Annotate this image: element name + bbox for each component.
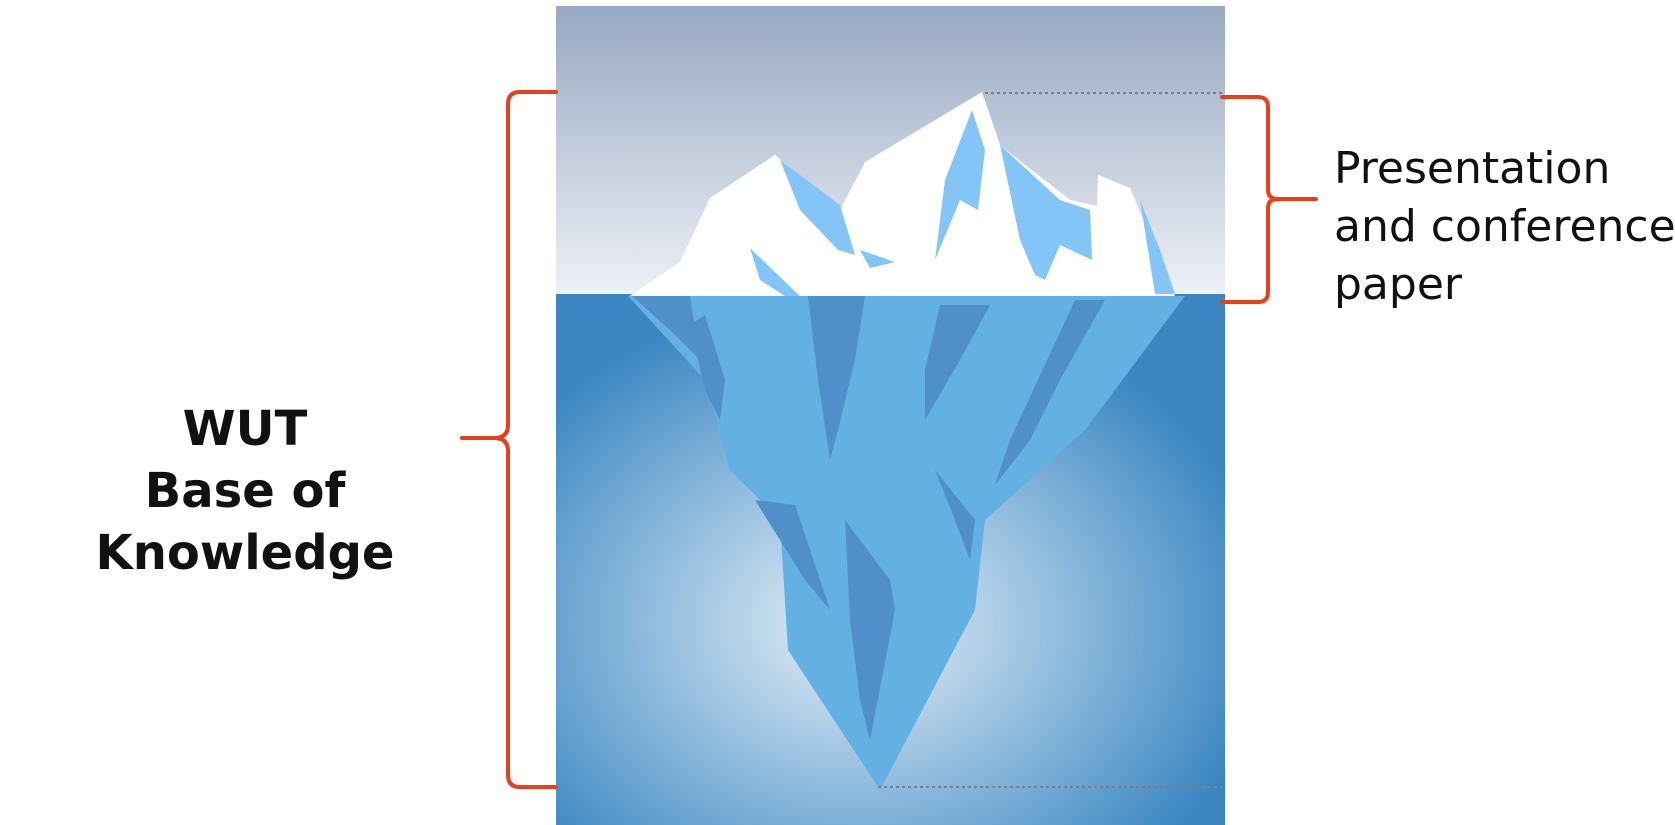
right-curly-bracket <box>1222 97 1316 302</box>
base-label-line-1: WUT <box>0 398 490 460</box>
tip-label-line-2: and conference <box>1334 198 1674 256</box>
base-of-knowledge-label: WUT Base of Knowledge <box>0 398 490 584</box>
base-label-line-2: Base of Knowledge <box>0 460 490 584</box>
tip-label-line-3: paper <box>1334 256 1674 314</box>
presentation-label: Presentation and conference paper <box>1334 140 1674 314</box>
tip-label-line-1: Presentation <box>1334 140 1674 198</box>
